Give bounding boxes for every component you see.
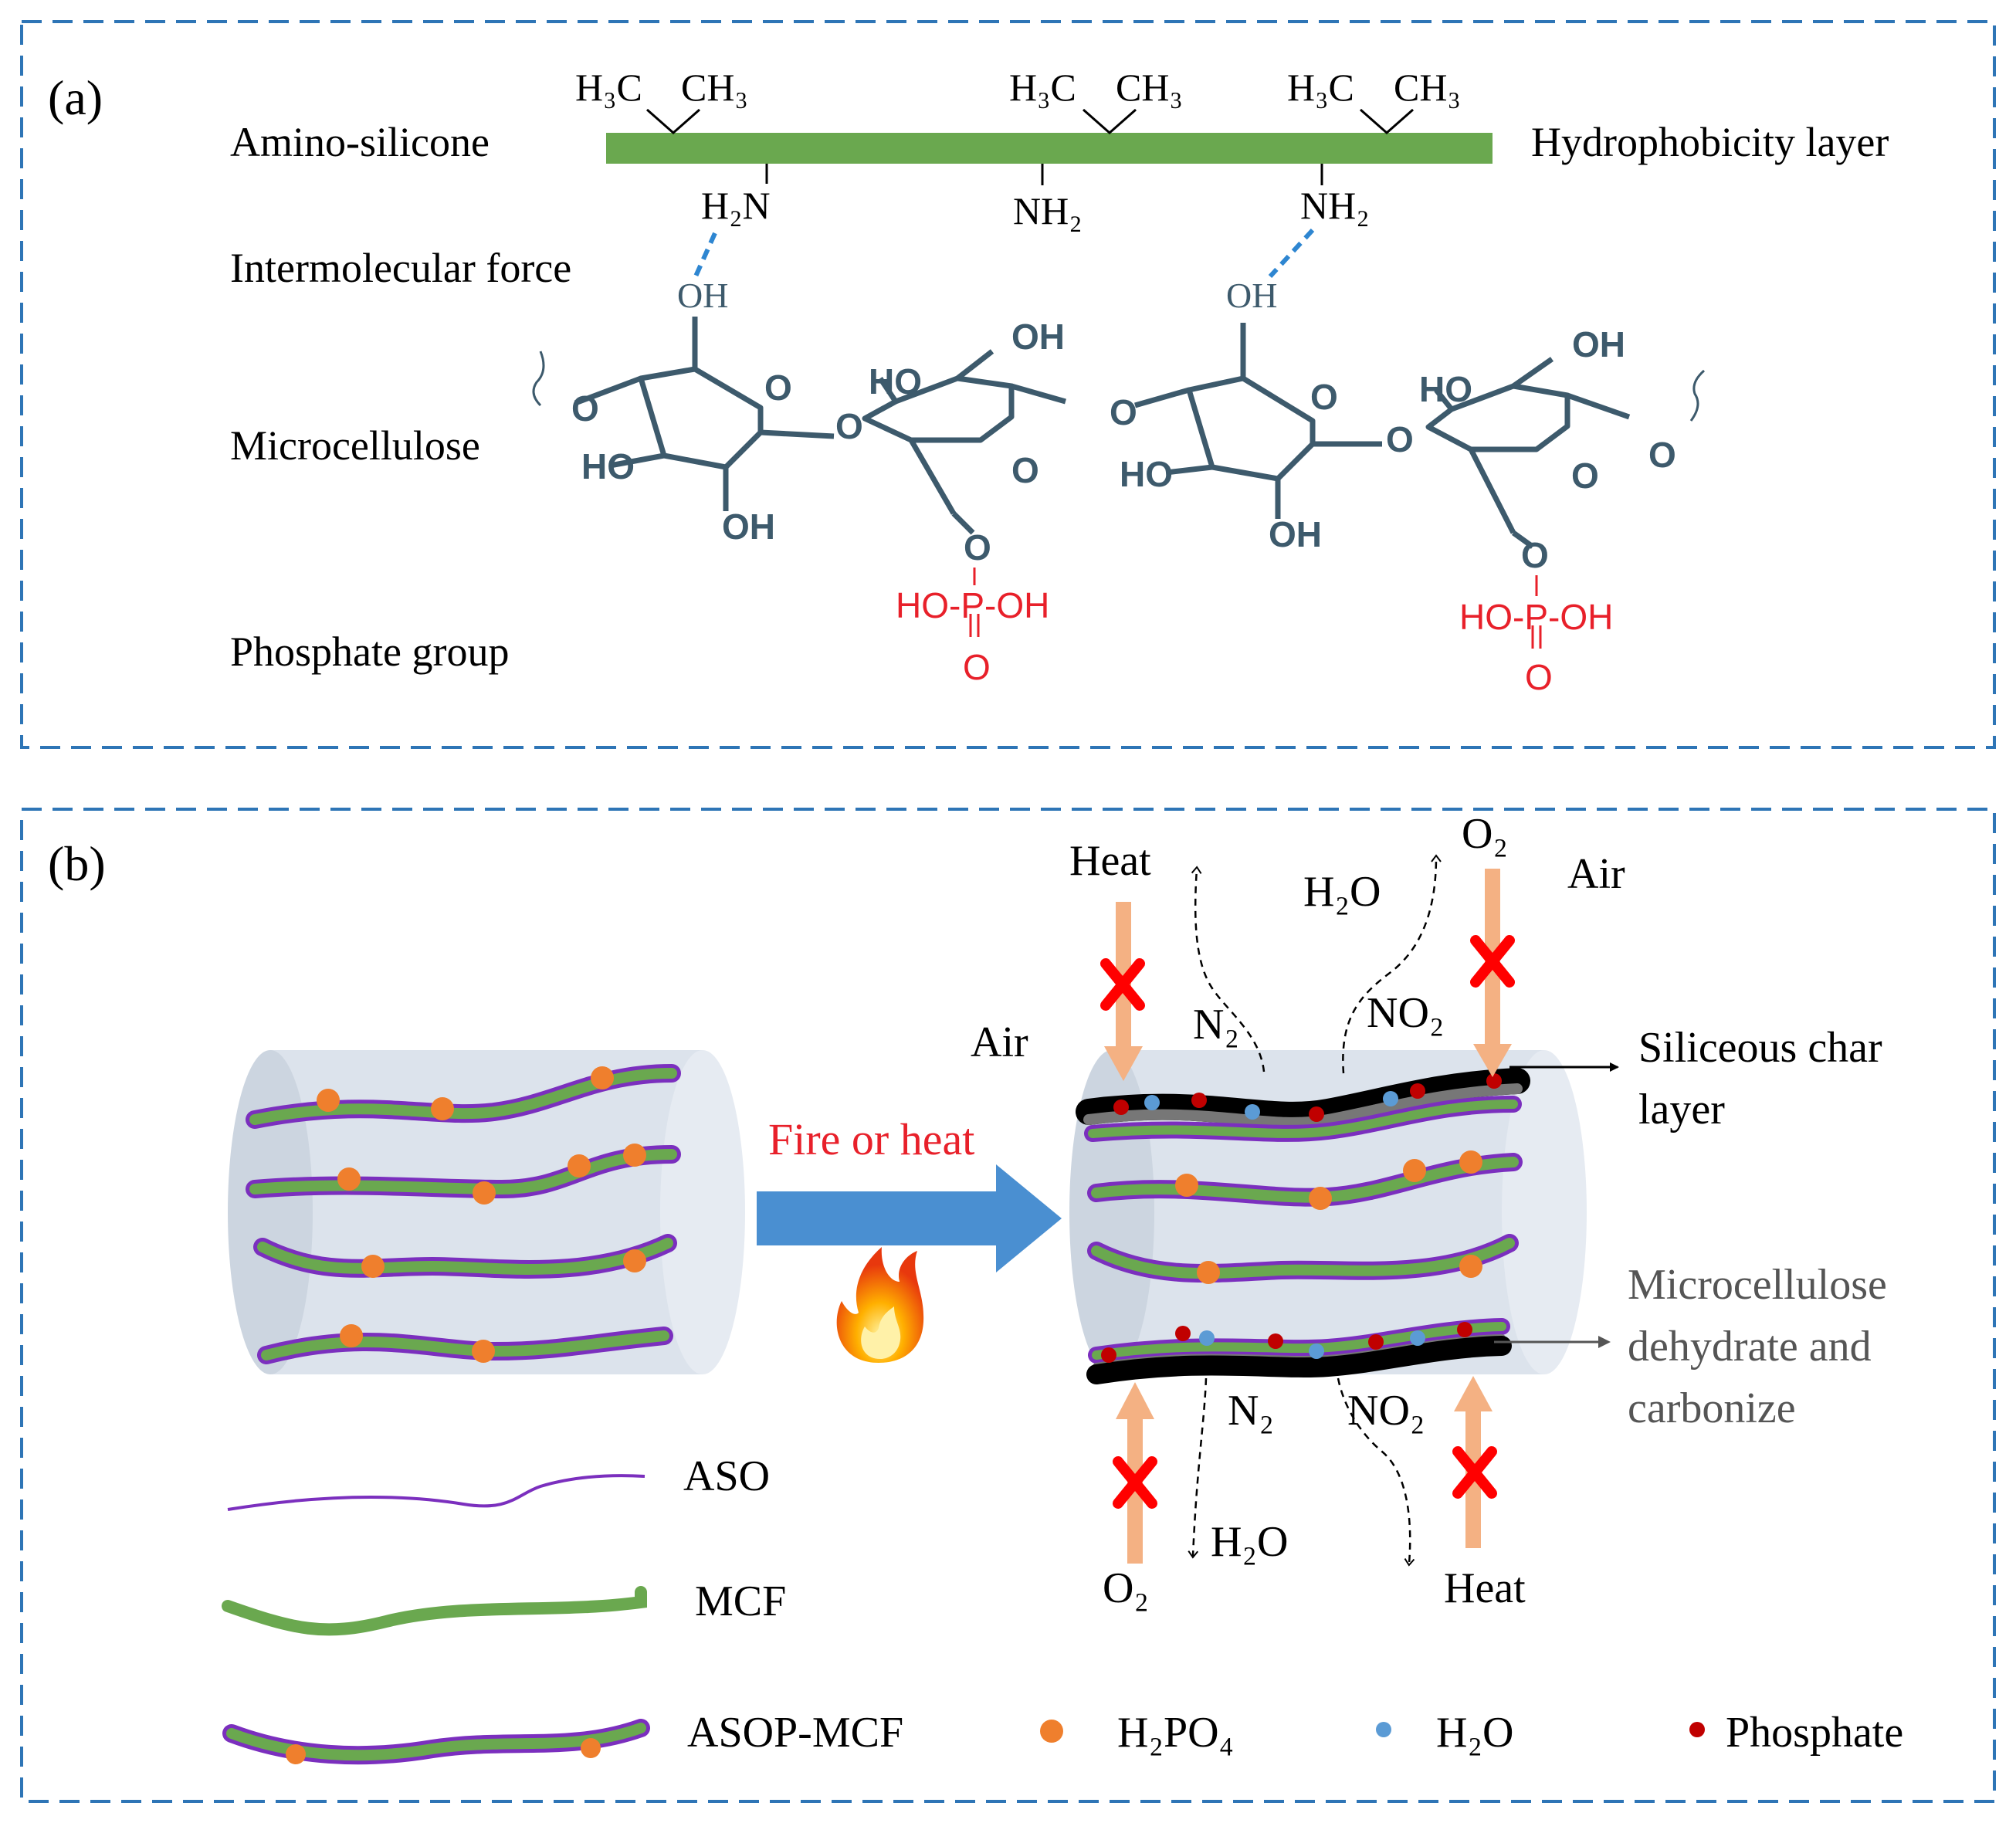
process-label: Fire or heat xyxy=(768,1114,974,1164)
methyl-right-3: CH₃ xyxy=(1394,66,1461,109)
phosphate-double-oxygen-1: O xyxy=(963,647,991,687)
legend-asop-mcf-label: ASOP-MCF xyxy=(687,1709,903,1757)
phosphate-group-label: Phosphate group xyxy=(230,629,509,675)
legend-mcf-label: MCF xyxy=(695,1577,786,1625)
ring-hydroxyl-7: HO xyxy=(1419,369,1472,409)
legend-phosphate-marker xyxy=(1689,1722,1705,1737)
hydrophobicity-layer-label: Hydrophobicity layer xyxy=(1531,119,1889,165)
ring-oxygen-3: O xyxy=(1310,377,1338,417)
phosphate-ester-oxygen-2: O xyxy=(1521,535,1549,575)
panel-a-label: (a) xyxy=(48,70,103,125)
untreated-fiber-cylinder xyxy=(228,1050,745,1374)
phosphate-particle xyxy=(1101,1073,1502,1363)
ring-hydroxyl-4: OH xyxy=(1011,317,1065,357)
no2-top-label: NO₂ xyxy=(1367,989,1444,1037)
char-layer-annotation-1: Siliceous char xyxy=(1638,1024,1882,1072)
amine-group-3: NH₂ xyxy=(1300,184,1370,227)
h2o-top-label: H₂O xyxy=(1303,868,1381,916)
amine-group-1: H₂N xyxy=(701,184,771,227)
air-top-label: Air xyxy=(1567,850,1625,898)
ring-hydroxyl-6: OH xyxy=(1269,514,1322,554)
blocked-x-icon xyxy=(1100,935,1515,1509)
ring-oxygen-1: O xyxy=(764,368,792,408)
cellulose-chain xyxy=(532,317,1706,549)
flame-icon xyxy=(836,1247,924,1363)
methyl-right-1: CH₃ xyxy=(681,66,748,109)
gas-release-arrow xyxy=(1188,854,1442,1567)
bridge-hydroxyl-2: OH xyxy=(1226,276,1277,315)
heat-top-label: Heat xyxy=(1069,837,1151,885)
legend-h2o-marker xyxy=(1376,1722,1391,1737)
glycosidic-oxygen-4: O xyxy=(1386,419,1414,459)
phosphate-ester-oxygen-1: O xyxy=(964,527,991,568)
methyl-left-1: H₃C xyxy=(575,66,642,109)
dehydrate-annotation-1: Microcellulose xyxy=(1628,1261,1887,1309)
ring-oxygen-2: O xyxy=(1011,450,1039,490)
legend-mcf-swatch xyxy=(222,1586,647,1636)
phosphate-formula-1: HO-P-OH xyxy=(896,585,1049,625)
legend-h2po4-marker xyxy=(1040,1720,1063,1743)
legend-aso-label: ASO xyxy=(683,1452,770,1500)
methyl-branch xyxy=(646,108,1414,135)
h2po4-particle xyxy=(1175,1150,1482,1284)
microcellulose-label: Microcellulose xyxy=(230,422,480,469)
phosphate-formula-2: HO-P-OH xyxy=(1459,597,1613,637)
hydrogen-bond xyxy=(693,228,1315,280)
water-particle xyxy=(1144,1091,1425,1359)
ring-hydroxyl-1: HO xyxy=(581,446,635,486)
methyl-left-2: H₃C xyxy=(1009,66,1076,109)
phosphate-double-oxygen-2: O xyxy=(1525,657,1553,697)
methyl-right-2: CH₃ xyxy=(1116,66,1183,109)
h2po4-particle xyxy=(317,1066,646,1363)
glycosidic-oxygen-2: O xyxy=(835,406,863,446)
intermolecular-force-label: Intermolecular force xyxy=(230,245,571,291)
ring-hydroxyl-3: HO xyxy=(869,361,922,402)
methyl-left-3: H₃C xyxy=(1287,66,1354,109)
air-left-label: Air xyxy=(971,1018,1028,1066)
heat-bottom-label: Heat xyxy=(1444,1564,1526,1612)
ring-oxygen-4: O xyxy=(1571,456,1599,496)
dehydrate-annotation-3: carbonize xyxy=(1628,1384,1796,1432)
legend-phosphate-label: Phosphate xyxy=(1726,1709,1903,1757)
bridge-hydroxyl-1: OH xyxy=(677,276,728,315)
blocked-arrow xyxy=(1104,869,1512,1564)
ring-hydroxyl-2: OH xyxy=(722,507,775,547)
glycosidic-oxygen-1: O xyxy=(571,388,599,429)
process-arrow xyxy=(757,1164,1062,1272)
n2-top-label: N₂ xyxy=(1193,1001,1239,1049)
panel-b-label: (b) xyxy=(48,836,106,891)
legend-h2po4-label: H₂PO₄ xyxy=(1117,1709,1234,1757)
o2-bottom-label: O₂ xyxy=(1103,1564,1149,1612)
dehydrate-annotation-2: dehydrate and xyxy=(1628,1323,1872,1371)
legend-h2o-label: H₂O xyxy=(1436,1709,1513,1757)
legend-aso-swatch xyxy=(227,1474,645,1511)
panel-a-frame xyxy=(20,20,1996,749)
amine-branch xyxy=(765,164,1323,185)
o2-top-label: O₂ xyxy=(1462,810,1508,858)
ring-hydroxyl-5: HO xyxy=(1120,454,1173,494)
phosphate-bond xyxy=(969,568,1542,649)
ring-hydroxyl-8: OH xyxy=(1572,324,1625,364)
amine-group-2: NH₂ xyxy=(1013,189,1083,232)
amino-silicone-label: Amino-silicone xyxy=(230,119,490,165)
glycosidic-oxygen-3: O xyxy=(1110,392,1137,432)
h2o-bottom-label: H₂O xyxy=(1211,1518,1288,1566)
legend-asop-mcf-swatch xyxy=(222,1719,650,1765)
glycosidic-oxygen-5: O xyxy=(1648,435,1676,475)
silicone-backbone-bar xyxy=(606,133,1493,164)
n2-bottom-label: N₂ xyxy=(1228,1387,1274,1435)
no2-bottom-label: NO₂ xyxy=(1347,1387,1425,1435)
char-layer-annotation-2: layer xyxy=(1638,1086,1725,1133)
